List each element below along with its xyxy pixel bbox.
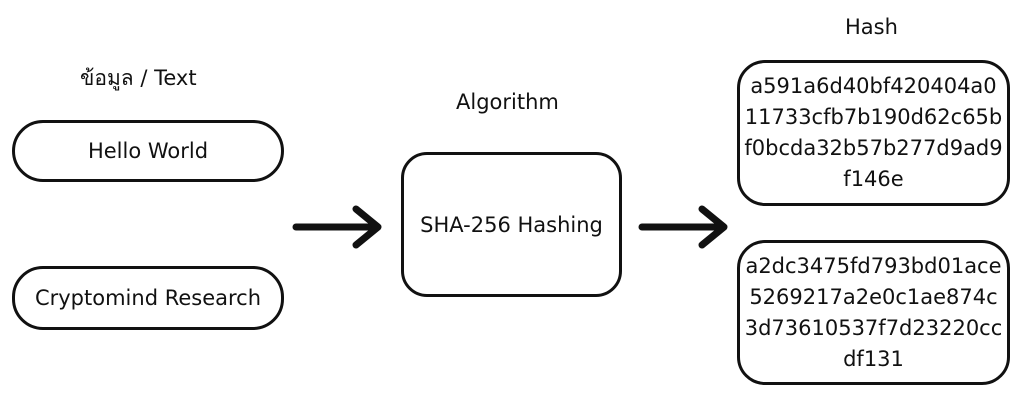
input-node-hello-world: Hello World [12,120,284,182]
algorithm-title: Algorithm [456,90,559,114]
hash-node-hello-world: a591a6d40bf420404a011733cfb7b190d62c65bf… [737,60,1010,206]
hash-node-cryptomind-research: a2dc3475fd793bd01ace5269217a2e0c1ae874c3… [737,240,1010,385]
input-node-cryptomind-research: Cryptomind Research [12,266,284,330]
input-node-text: Cryptomind Research [34,286,262,310]
arrow-to-hashes [638,205,728,249]
hash-value: a2dc3475fd793bd01ace5269217a2e0c1ae874c3… [744,253,1003,371]
input-node-text: Hello World [87,139,209,163]
input-title: ข้อมูล / Text [80,66,197,90]
hash-value: a591a6d40bf420404a011733cfb7b190d62c65bf… [744,74,1003,191]
hash-title: Hash [845,15,898,39]
arrow-to-algorithm [292,205,382,249]
algorithm-node-text: SHA-256 Hashing [420,212,603,237]
algorithm-node: SHA-256 Hashing [401,152,622,297]
